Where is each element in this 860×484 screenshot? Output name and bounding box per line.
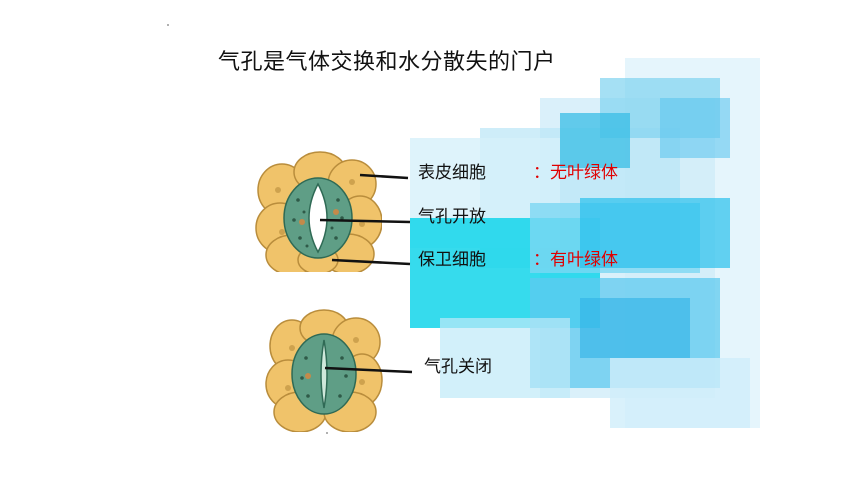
label-guard-cell: 保卫细胞	[418, 250, 486, 270]
pointer-epidermal	[359, 173, 409, 180]
label-stoma-closed: 气孔关闭	[424, 357, 492, 377]
note-epidermal-cell: ：无叶绿体	[533, 163, 618, 183]
page-title: 气孔是气体交换和水分散失的门户	[218, 50, 556, 75]
pointer-stoma-closed	[324, 366, 413, 374]
closed-stoma-illustration	[265, 309, 383, 432]
stray-dot	[167, 24, 169, 26]
stray-dot	[326, 432, 328, 434]
label-stoma-open: 气孔开放	[418, 207, 486, 227]
open-stoma-illustration	[255, 151, 382, 272]
label-epidermal-cell: 表皮细胞	[418, 163, 486, 183]
pointer-stoma-open	[319, 218, 411, 224]
pointer-guard	[331, 258, 411, 266]
decorative-panels	[410, 58, 760, 428]
note-guard-cell: ：有叶绿体	[533, 250, 618, 270]
